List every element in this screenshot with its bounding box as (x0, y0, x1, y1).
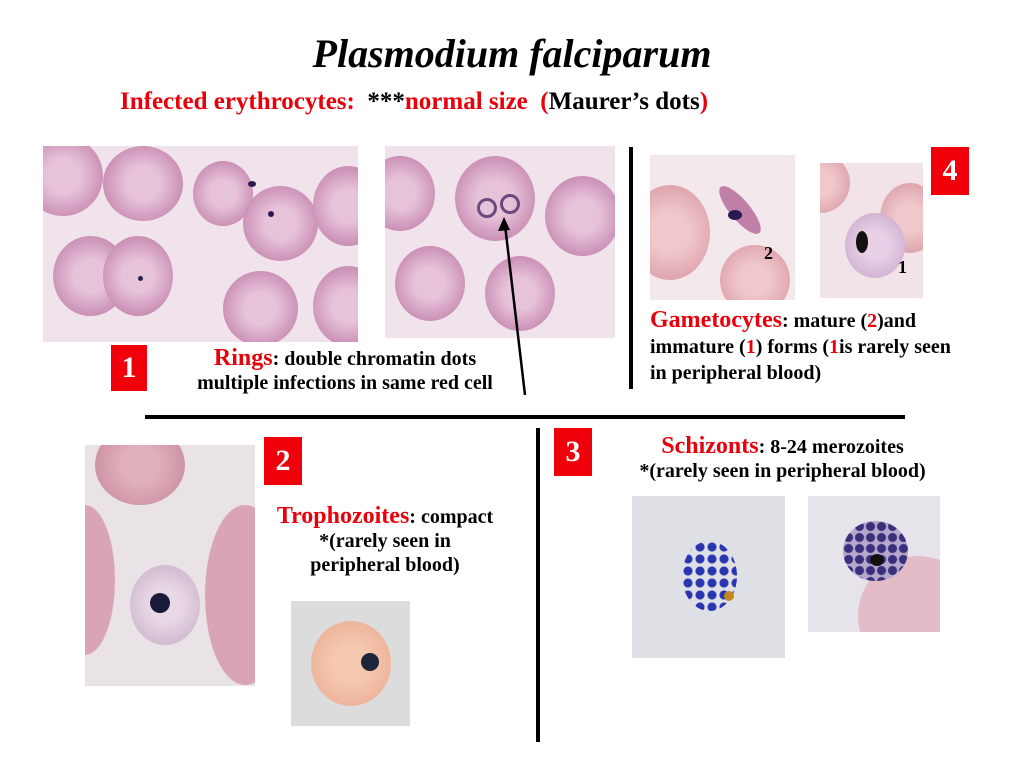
subtitle-part: Maurer’s dots (548, 88, 700, 115)
divider-vertical-top (629, 147, 633, 389)
caption-text: *(rarely seen in peripheral blood) (639, 460, 926, 482)
trophozoites-number-badge: 2 (264, 437, 302, 485)
caption-text: : mature ( (781, 310, 868, 332)
rings-image-2 (385, 146, 615, 338)
trophozoites-caption: Trophozoites: compact *(rarely seen in p… (250, 504, 520, 577)
rings-number-badge: 1 (111, 345, 147, 391)
trophozoite-image-1 (85, 445, 255, 686)
rings-image-1 (43, 146, 358, 342)
schizonts-number-badge: 3 (554, 428, 592, 476)
subtitle-part: normal size (404, 88, 528, 115)
gametocytes-heading: Gametocytes (650, 307, 782, 333)
caption-text: *(rarely seen in (319, 530, 451, 552)
gametocyte-label-1: 1 (898, 257, 907, 277)
gametocyte-image-mature: 2 (650, 155, 795, 300)
caption-text: 1 (745, 336, 756, 358)
rings-line: : double chromatin dots (272, 348, 477, 370)
subtitle-part: ( (540, 88, 549, 115)
caption-text: 2 (867, 310, 878, 332)
caption-text: )and immature ( (650, 310, 917, 358)
rings-caption: Rings: double chromatin dots multiple in… (150, 346, 540, 395)
gametocyte-label-2: 2 (764, 243, 773, 263)
subtitle-part: *** (367, 88, 405, 115)
schizonts-caption: Schizonts: 8-24 merozoites *(rarely seen… (595, 434, 970, 483)
pointer-arrow (498, 217, 527, 396)
schizonts-heading: Schizonts (661, 433, 759, 459)
caption-text: : 8-24 merozoites (758, 436, 904, 458)
caption-text: 1 (829, 336, 840, 358)
caption-text: : compact (409, 506, 494, 528)
rings-line: multiple infections in same red cell (197, 372, 493, 394)
gametocyte-image-immature: 1 (820, 163, 923, 298)
divider-horizontal (145, 415, 905, 419)
gametocytes-caption: Gametocytes: mature (2)and immature (1) … (650, 307, 970, 386)
trophozoites-heading: Trophozoites (276, 503, 410, 529)
gametocytes-number-badge: 4 (931, 147, 969, 195)
caption-text: peripheral blood) (310, 554, 460, 576)
caption-text: ) forms ( (755, 336, 830, 358)
divider-vertical-bottom (536, 428, 540, 742)
slide-subtitle: Infected erythrocytes: ***normal size (M… (120, 88, 708, 116)
subtitle-part: ) (699, 88, 709, 115)
subtitle-part: Infected erythrocytes: (120, 88, 355, 115)
rings-heading: Rings (213, 345, 273, 371)
schizont-image-2 (808, 496, 940, 632)
caption-text: is rarely seen in peripheral blood) (650, 336, 951, 384)
schizont-image-1 (632, 496, 785, 658)
trophozoite-image-2 (291, 601, 410, 726)
slide-title: Plasmodium falciparum (312, 31, 712, 76)
